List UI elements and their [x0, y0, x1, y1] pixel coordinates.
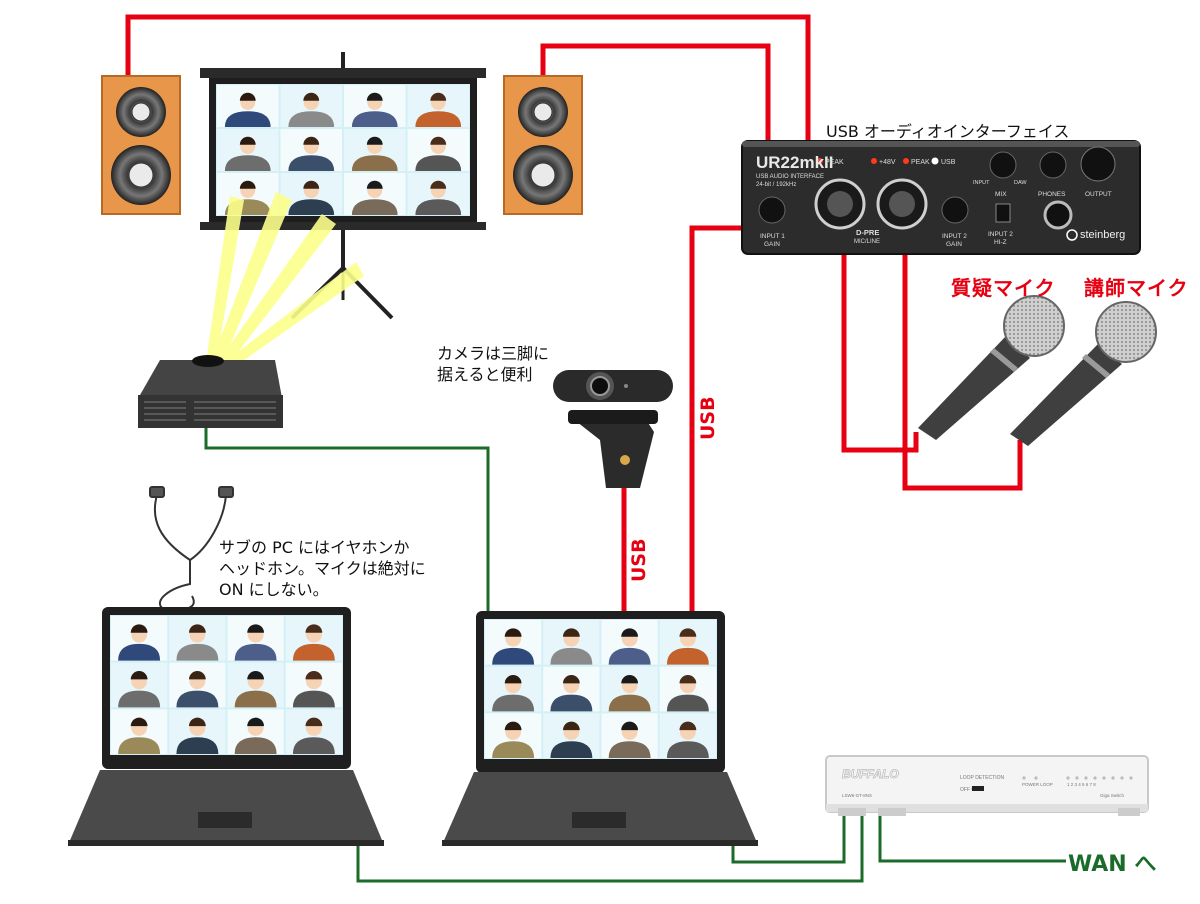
- power-loop-text: POWER LOOP: [1022, 782, 1053, 787]
- cable-sub-pc-lan: [356, 812, 864, 883]
- peak1-text: PEAK: [825, 159, 844, 166]
- light-beams: [206, 192, 364, 370]
- giga-switch-text: Giga Switch: [1100, 793, 1125, 798]
- speaker-right: [503, 75, 583, 215]
- audio-cables: [125, 14, 1023, 613]
- laptop-sub: [68, 607, 384, 846]
- ur-sub-text: USB AUDIO INTERFACE: [756, 174, 824, 180]
- phantom-text: +48V: [879, 159, 896, 166]
- loop-detection-text: LOOP DETECTION: [960, 775, 1004, 781]
- ur-spec-text: 24-bit / 192kHz: [756, 182, 796, 188]
- mic-lecturer-label: 講師マイク: [1084, 276, 1189, 300]
- speaker-left: [101, 75, 181, 215]
- off-on-text: OFF ON: [960, 787, 979, 793]
- projector-screen: [200, 52, 486, 320]
- cable-usb-interface: [689, 225, 750, 613]
- sub-pc-participant-grid: [111, 616, 342, 754]
- steinberg-logo: steinberg: [1080, 229, 1125, 241]
- usb-interface-label: USB: [697, 396, 719, 440]
- dpre-text: D-PRE: [856, 228, 879, 237]
- microphone-question: [918, 295, 1065, 440]
- hiz-text: HI-Z: [994, 239, 1007, 246]
- micline-text: MIC/LINE: [854, 239, 880, 245]
- camera-note-line2: 据えると便利: [437, 365, 533, 384]
- switch-port-leds: [1022, 776, 1133, 780]
- microphone-lecturer: [1010, 301, 1157, 446]
- cable-mic-question: [841, 255, 919, 453]
- cable-projector-hdmi: [204, 428, 490, 613]
- ur-brand-text: UR22mkII: [756, 153, 833, 172]
- usb-led-text: USB: [941, 159, 956, 166]
- mic-question-label: 質疑マイク: [951, 276, 1056, 300]
- laptop-main: [442, 611, 758, 846]
- wan-label: WAN へ: [1068, 852, 1157, 877]
- input-daw-text: INPUT: [973, 180, 990, 186]
- network-switch-buffalo: BUFFALO LOOP DETECTION OFF ON POWER LOOP…: [825, 755, 1149, 816]
- cable-right-speaker: [540, 43, 771, 142]
- sub-pc-note-line3: ON にしない。: [219, 580, 329, 599]
- gain1-text: GAIN: [764, 241, 780, 248]
- projector: [138, 355, 283, 428]
- network-cables: [204, 428, 1066, 883]
- buffalo-logo: BUFFALO: [842, 767, 899, 781]
- webcam: [553, 370, 673, 488]
- phones-text: PHONES: [1038, 191, 1066, 198]
- sub-pc-note-line2: ヘッドホン。マイクは絶対に: [219, 559, 426, 578]
- cable-main-pc-lan: [731, 812, 846, 864]
- audio-interface-label: USB オーディオインターフェイス: [826, 122, 1070, 141]
- screen-participant-grid: [217, 85, 469, 215]
- daw-text: DAW: [1014, 180, 1027, 186]
- ports-text: 1 2 3 4 5 6 7 8: [1067, 782, 1096, 787]
- main-pc-participant-grid: [485, 620, 716, 758]
- earphones: [149, 486, 234, 611]
- cable-wan: [878, 812, 1066, 863]
- mix-text: MIX: [995, 191, 1007, 198]
- sub-pc-note-line1: サブの PC にはイヤホンか: [219, 538, 410, 557]
- cable-left-speaker: [125, 14, 811, 142]
- input1-text: INPUT 1: [760, 233, 785, 240]
- usb-camera-label: USB: [628, 538, 650, 582]
- gain2-text: GAIN: [946, 241, 962, 248]
- peak2-text: PEAK: [911, 159, 930, 166]
- audio-interface-ur22: UR22mkII USB AUDIO INTERFACE 24-bit / 19…: [741, 140, 1141, 255]
- cable-mic-lecturer: [902, 255, 1023, 491]
- output-text: OUTPUT: [1085, 191, 1112, 198]
- input2-hiz-text: INPUT 2: [988, 231, 1013, 238]
- camera-note-line1: カメラは三脚に: [437, 344, 550, 363]
- model-text: LSW6-GT-8NS: [842, 793, 872, 798]
- input2-text: INPUT 2: [942, 233, 967, 240]
